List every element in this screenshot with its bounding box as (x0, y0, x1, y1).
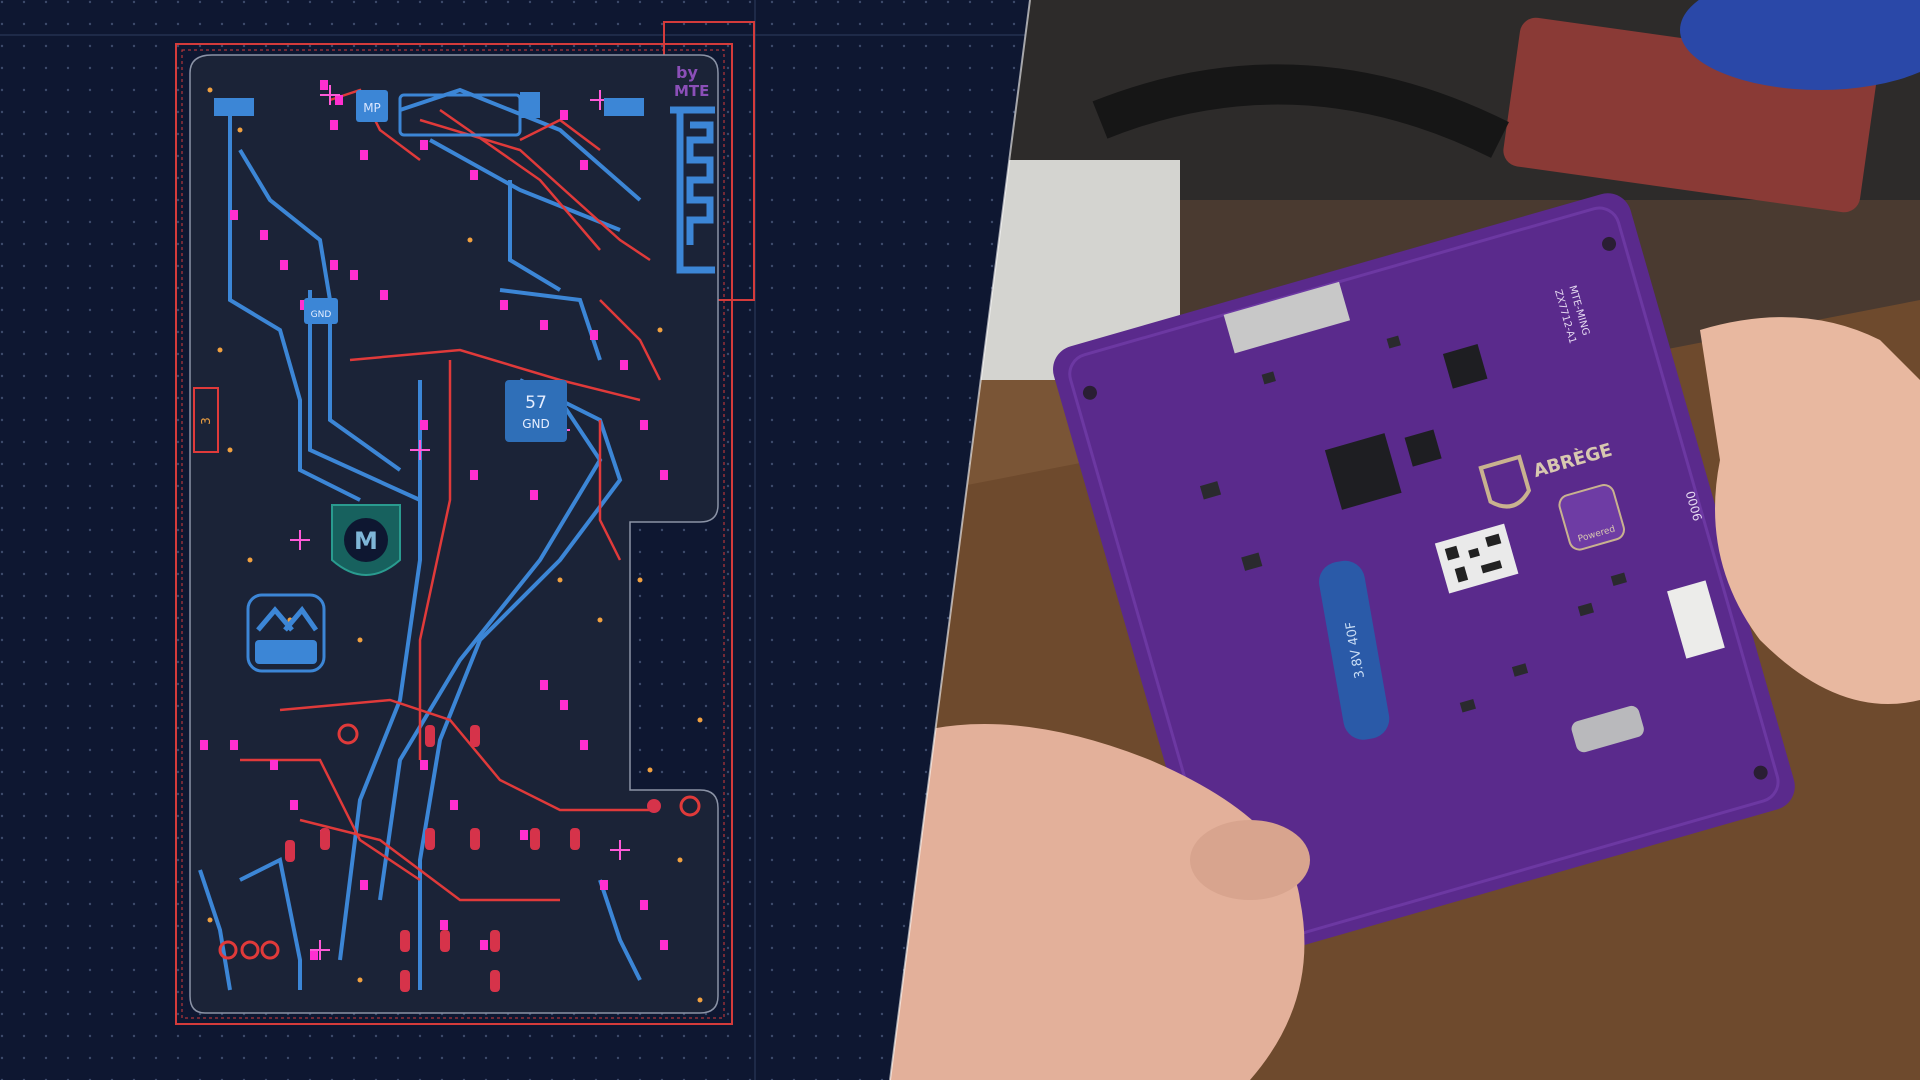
pad-round (647, 799, 661, 813)
smd-pads (285, 725, 580, 992)
powered-logo (246, 593, 326, 673)
pad-round (337, 723, 359, 745)
mcu-footprint[interactable] (505, 380, 567, 442)
module-outline (398, 93, 522, 137)
pcb-board (189, 54, 719, 1014)
pad-round (260, 940, 280, 960)
mcu-net-label: GND (522, 417, 550, 431)
panel-divider (889, 0, 1031, 1080)
pad-round (218, 940, 238, 960)
cable (1092, 64, 1509, 158)
mp-label: MP (363, 101, 381, 115)
mounting-hole (679, 795, 701, 817)
board-photo-panel: ABRÈGE Powered 3.8V 40F MTE- (890, 0, 1920, 1080)
left-connector (193, 387, 219, 453)
right-hand (1700, 317, 1920, 704)
edge-cuts-outline (175, 43, 733, 1025)
shield-letter: M (354, 527, 378, 555)
pcb-canvas[interactable]: MP GND 57 GND M 3 (0, 0, 1030, 1080)
vias (207, 87, 703, 1003)
mcu-pin-number: 57 (525, 393, 547, 413)
pad-round (240, 940, 260, 960)
power-chip-label: GND (311, 310, 332, 320)
thumb (1190, 820, 1310, 900)
silk-by-text: by (676, 63, 698, 82)
blue-object (1680, 0, 1920, 90)
antenna-trace (670, 106, 715, 274)
mp-footprint (356, 90, 388, 122)
power-chip (304, 298, 338, 324)
purple-pcb: ABRÈGE Powered 3.8V 40F MTE- (1053, 193, 1795, 963)
u-fl-connectors (214, 92, 644, 118)
left-connector-label: 3 (199, 417, 213, 425)
back-copper-traces (198, 87, 642, 991)
silk-mte-text: MTE (674, 82, 709, 100)
left-hand (890, 724, 1305, 1080)
